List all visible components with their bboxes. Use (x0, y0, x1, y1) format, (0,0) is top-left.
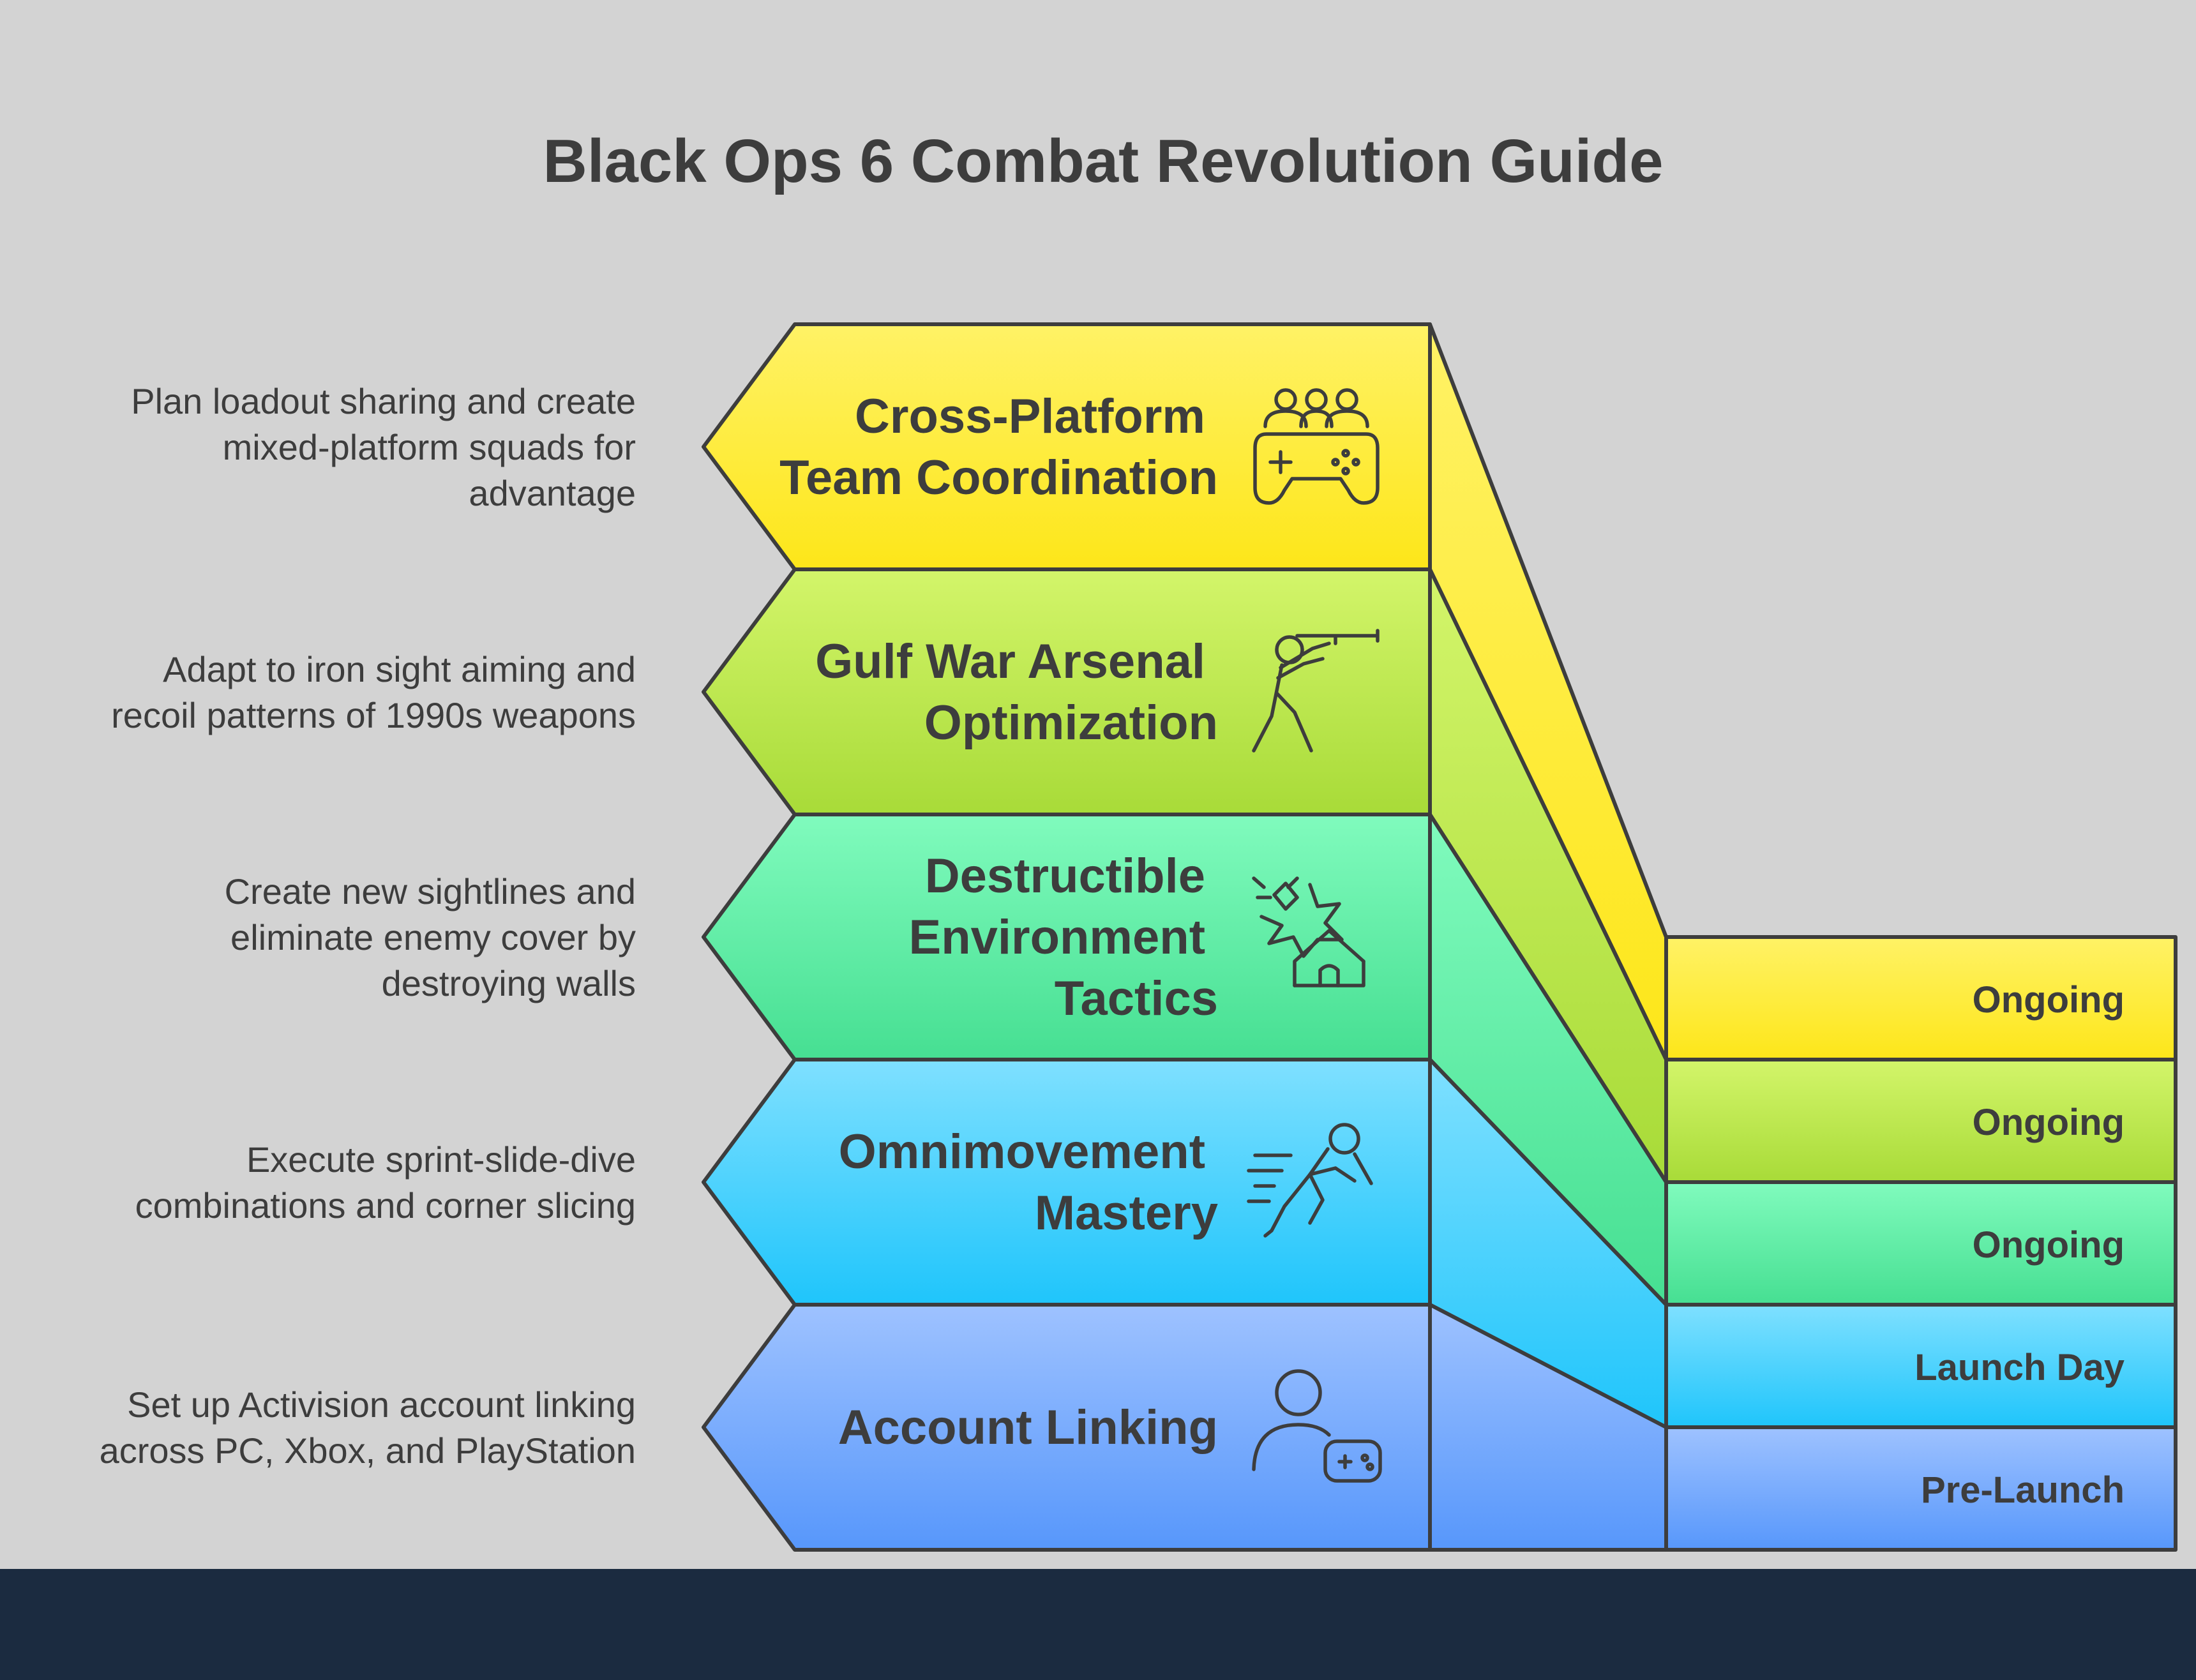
step-label: Team Coordination (779, 451, 1218, 505)
step-label: Account Linking (838, 1400, 1218, 1455)
timeline-row (1664, 1303, 2177, 1429)
timeline-label: Ongoing (1973, 979, 2125, 1021)
user-controller-icon (1252, 1369, 1382, 1483)
step-label: Cross-Platform (855, 389, 1205, 444)
step-chevron (702, 1058, 1432, 1307)
running-dive-icon (1247, 1123, 1373, 1238)
step-description: destroying walls (382, 963, 636, 1003)
step-chevron (702, 567, 1432, 816)
step-description: Plan loadout sharing and create (131, 381, 636, 421)
timeline-label: Pre-Launch (1921, 1469, 2125, 1511)
step-chevron (702, 322, 1432, 571)
step-description: Set up Activision account linking (127, 1384, 636, 1425)
timeline-row (1664, 1180, 2177, 1307)
timeline-row (1664, 1058, 2177, 1184)
step-description: Execute sprint-slide-dive (246, 1139, 636, 1180)
step-label: Tactics (1055, 971, 1218, 1026)
step-description: Adapt to iron sight aiming and (163, 649, 636, 689)
step-label: Gulf War Arsenal (815, 634, 1205, 689)
timeline-row (1664, 935, 2177, 1061)
timeline-label: Ongoing (1973, 1102, 2125, 1143)
step-description: Create new sightlines and (225, 871, 636, 911)
step-chevron (702, 1303, 1432, 1552)
footer-bar (0, 1569, 2196, 1680)
timeline-row (1664, 1425, 2177, 1552)
team-controller-icon (1253, 388, 1380, 505)
step-label: Optimization (924, 696, 1218, 750)
explosion-house-icon (1252, 876, 1365, 987)
step-description: mixed-platform squads for (223, 427, 636, 467)
timeline-label: Launch Day (1914, 1347, 2125, 1388)
step-description: combinations and corner slicing (135, 1185, 636, 1226)
step-label: Destructible (925, 849, 1205, 903)
step-label: Omnimovement (839, 1125, 1205, 1179)
description-layer: Plan loadout sharing and create mixed-pla… (100, 381, 636, 1471)
step-label: Environment (909, 910, 1206, 964)
timeline-label: Ongoing (1973, 1224, 2125, 1266)
step-description: recoil patterns of 1990s weapons (111, 695, 636, 735)
step-description: advantage (469, 473, 636, 513)
step-label: Mastery (1035, 1186, 1218, 1240)
step-description: across PC, Xbox, and PlayStation (100, 1430, 636, 1471)
icon-layer (1247, 388, 1382, 1483)
page-title: Black Ops 6 Combat Revolution Guide (543, 127, 1664, 195)
step-description: eliminate enemy cover by (230, 917, 636, 957)
rifleman-icon (1252, 629, 1380, 753)
